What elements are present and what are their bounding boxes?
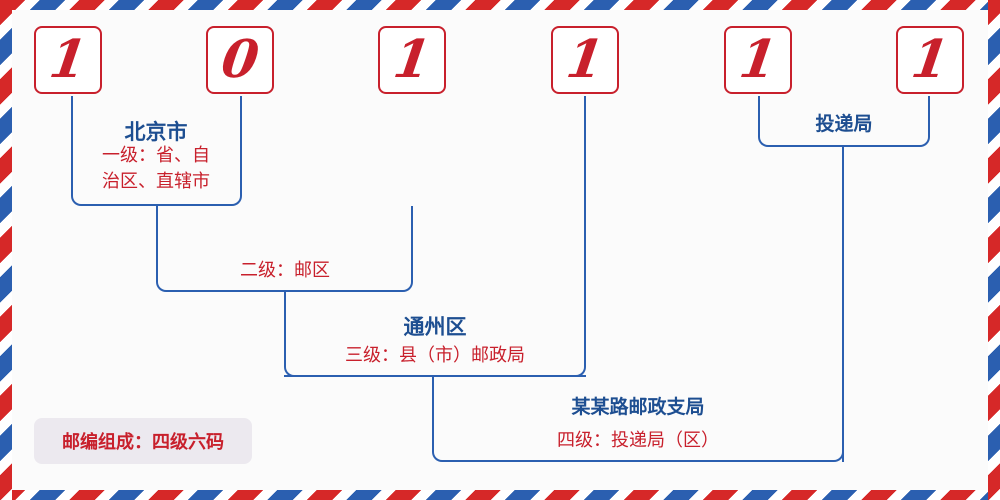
postcode-digit-3: 1 — [389, 29, 435, 90]
badge-label: 邮编组成：四级六码 — [62, 432, 224, 453]
postcode-digit-box-4: 1 — [551, 26, 619, 94]
postcode-digit-6: 1 — [907, 29, 953, 90]
postcode-digit-box-5: 1 — [724, 26, 792, 94]
level3-title: 通州区 — [403, 314, 467, 339]
envelope-body — [12, 10, 988, 490]
postcode-digit-4: 1 — [562, 29, 608, 90]
postcode-digit-box-6: 1 — [896, 26, 964, 94]
postcode-digit-5: 1 — [735, 29, 781, 90]
airmail-border-bottom — [0, 490, 1000, 500]
level4-desc: 四级：投递局（区） — [557, 430, 719, 451]
level3-desc: 三级：县（市）邮政局 — [345, 345, 525, 366]
postcode-digit-box-3: 1 — [378, 26, 446, 94]
level1-desc-line1: 一级：省、自 — [102, 145, 210, 166]
airmail-border-right — [988, 0, 1000, 500]
airmail-border-top — [0, 0, 1000, 10]
postcode-digit-box-2: 0 — [206, 26, 274, 94]
level1-desc-line2: 治区、直辖市 — [102, 171, 210, 192]
postcode-digit-box-1: 1 — [34, 26, 102, 94]
connector-delivery-down — [432, 147, 844, 462]
level1-title: 北京市 — [124, 119, 188, 144]
level4-title: 某某路邮政支局 — [571, 396, 705, 418]
bracket-delivery — [758, 96, 930, 147]
airmail-border-left — [0, 0, 12, 500]
postcode-digit-1: 1 — [45, 29, 91, 90]
bracket-level2 — [156, 206, 413, 292]
bracket-level3-left — [284, 292, 586, 377]
delivery-title: 投递局 — [815, 113, 873, 135]
postcode-composition-badge: 邮编组成：四级六码 — [34, 418, 252, 464]
postcode-digit-2: 0 — [217, 29, 263, 90]
bracket-level1 — [71, 96, 242, 206]
level2-desc: 二级：邮区 — [240, 260, 330, 281]
